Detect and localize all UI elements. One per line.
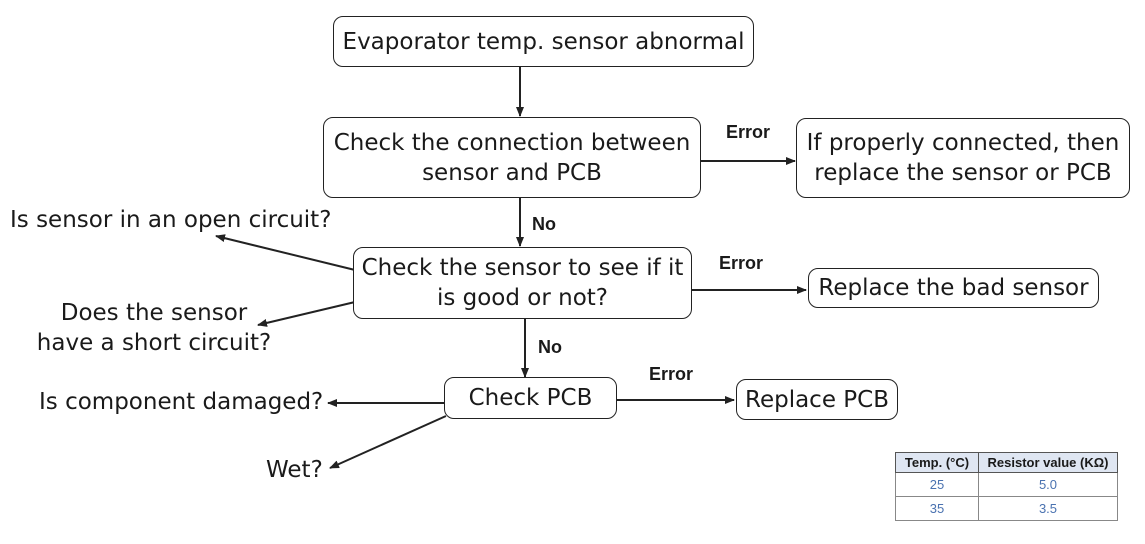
- node-replace-bad-sensor: Replace the bad sensor: [808, 268, 1099, 308]
- node-replace-sensor-or-pcb-line2: replace the sensor or PCB: [814, 160, 1112, 186]
- resistance-table: Temp. (°C) Resistor value (KΩ) 25 5.0 35…: [895, 452, 1118, 521]
- edge-label-no-connection: No: [532, 214, 556, 234]
- edge-label-error-pcb: Error: [649, 364, 694, 384]
- node-check-sensor-line1: Check the sensor to see if it: [361, 255, 684, 281]
- edge-label-error-connection: Error: [726, 122, 771, 142]
- node-check-pcb-text: Check PCB: [468, 385, 593, 411]
- node-start-text: Evaporator temp. sensor abnormal: [342, 28, 745, 55]
- node-check-connection: Check the connection between sensor and …: [323, 117, 701, 198]
- arrow-sensor-to-open-circuit: [215, 234, 356, 271]
- cell-resistor-value: 5.0: [978, 472, 1118, 497]
- arrow-pcb-to-wet: [329, 415, 447, 469]
- node-check-connection-line1: Check the connection between: [333, 129, 691, 156]
- question-short-circuit-line1: Does the sensor: [60, 300, 248, 326]
- header-resistor-value: Resistor value (KΩ): [978, 452, 1118, 473]
- node-start: Evaporator temp. sensor abnormal: [333, 16, 754, 67]
- arrow-sensor-to-short-circuit: [257, 301, 356, 327]
- node-replace-sensor-or-pcb: If properly connected, then replace the …: [796, 118, 1130, 198]
- question-component-damaged: Is component damaged?: [39, 389, 324, 415]
- node-replace-pcb: Replace PCB: [736, 379, 898, 420]
- cell-resistor-value: 3.5: [978, 496, 1118, 521]
- node-replace-bad-sensor-text: Replace the bad sensor: [818, 275, 1089, 301]
- question-open-circuit: Is sensor in an open circuit?: [10, 207, 332, 233]
- node-replace-sensor-or-pcb-line1: If properly connected, then: [806, 130, 1120, 156]
- question-short-circuit: Does the sensor have a short circuit?: [36, 298, 272, 358]
- question-wet: Wet?: [266, 457, 323, 483]
- table-row: 25 5.0: [895, 472, 1118, 497]
- node-replace-pcb-text: Replace PCB: [745, 386, 889, 413]
- node-check-sensor-line2: is good or not?: [436, 285, 609, 311]
- node-check-sensor: Check the sensor to see if it is good or…: [353, 247, 692, 319]
- table-row: 35 3.5: [895, 496, 1118, 521]
- edge-label-error-sensor: Error: [719, 253, 764, 273]
- resistance-table-header-row: Temp. (°C) Resistor value (KΩ): [895, 452, 1118, 473]
- cell-temp: 35: [895, 496, 979, 521]
- edge-label-no-sensor: No: [538, 337, 562, 357]
- node-check-pcb: Check PCB: [444, 377, 617, 419]
- question-short-circuit-line2: have a short circuit?: [36, 330, 272, 356]
- node-check-connection-line2: sensor and PCB: [422, 159, 602, 186]
- cell-temp: 25: [895, 472, 979, 497]
- header-temp: Temp. (°C): [895, 452, 979, 473]
